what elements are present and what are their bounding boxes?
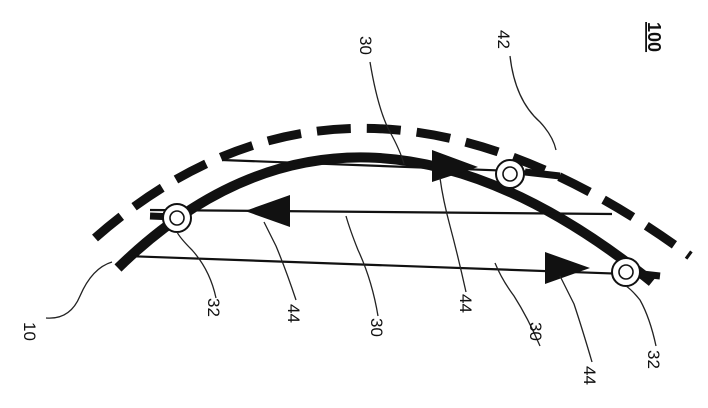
label-30-bottom-a: 30 xyxy=(526,322,545,341)
arrowhead-top xyxy=(432,150,478,182)
label-10: 10 xyxy=(20,322,39,341)
figure-number: 100 xyxy=(644,22,664,52)
label-44-middle: 44 xyxy=(284,304,303,323)
leader-30-top xyxy=(369,61,405,165)
leader-32-left xyxy=(176,231,217,299)
leader-44-top xyxy=(439,177,467,293)
leader-30-middle xyxy=(345,215,379,317)
label-44-bottom: 44 xyxy=(580,366,599,385)
node-middle xyxy=(162,203,192,233)
leader-42 xyxy=(509,55,557,151)
leader-44-bottom xyxy=(559,275,593,363)
line-top-end xyxy=(524,168,561,180)
arrowhead-middle xyxy=(245,195,290,227)
label-30-top: 30 xyxy=(356,36,375,55)
label-44-top: 44 xyxy=(456,294,475,313)
label-32-bottom: 32 xyxy=(644,350,663,369)
label-32-left: 32 xyxy=(204,298,223,317)
node-top xyxy=(495,159,525,189)
label-42: 42 xyxy=(494,30,513,49)
leader-44-middle xyxy=(263,221,297,301)
arrowhead-bottom xyxy=(545,252,590,284)
line-top xyxy=(221,158,541,174)
leader-30-bottom xyxy=(494,262,541,347)
label-30-middle: 30 xyxy=(367,318,386,337)
node-bottom xyxy=(611,257,641,287)
leader-10 xyxy=(45,261,113,319)
dashed-arc xyxy=(92,123,693,260)
line-middle xyxy=(149,208,613,216)
leader-32-bottom xyxy=(625,285,657,347)
